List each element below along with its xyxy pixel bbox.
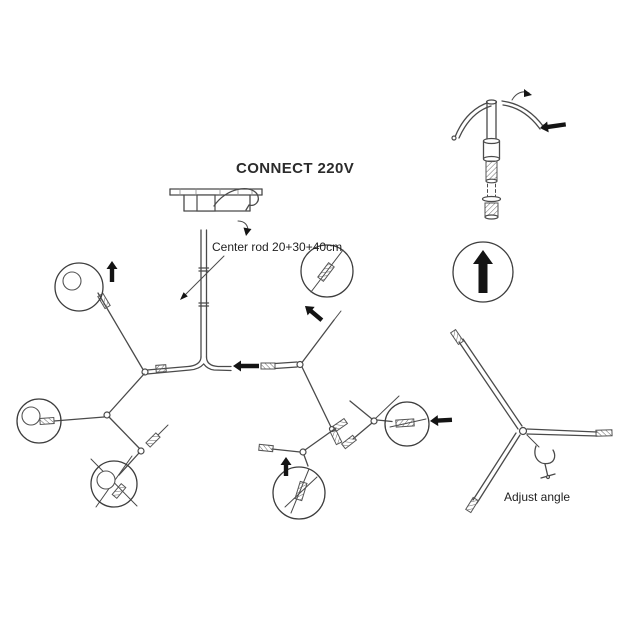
insert-left-arrow-icon [233,360,259,372]
center-rod [198,229,210,358]
branch-thread-end [258,443,274,453]
bulb-socket [39,416,55,426]
socket-cylinder [294,480,308,502]
bulb-socket [111,483,127,499]
socket-detail-circle-4 [300,244,354,298]
branch-thread-end [260,362,276,370]
branch-thread-end [340,434,358,450]
canopy-exploded-view [451,99,547,220]
bulb-detail-circle-1 [54,262,104,312]
threaded-stud [485,160,498,182]
socket-insert-left-arrow-icon [430,415,453,427]
branch-joint [370,417,378,425]
socket-detail-circle-5 [272,466,326,520]
adjust-angle-label: Adjust angle [504,490,570,504]
branch-joint [137,447,145,455]
power-wire [213,188,259,211]
bottom-branch-piece [258,417,349,520]
orientation-up-circle [452,241,514,303]
glass-bulb [21,406,41,426]
branch-joint [296,360,304,369]
angle-clamp-tool [526,434,556,480]
branch-thread-end [465,496,479,514]
bulb-detail-circle-2 [16,398,62,444]
socket-detail-circle-6 [384,401,430,447]
branch-thread-end [449,328,465,346]
center-rod-leader-line [180,255,225,300]
ceiling-canopy [169,188,263,212]
branch-thread-end [595,429,613,437]
glass-bulb [96,470,116,490]
center-junction [146,356,232,375]
assembly-arrows [106,121,567,476]
branch-joint [141,368,149,376]
adjust-angle-branch [449,328,613,514]
branch-joint [518,426,528,436]
branch-thread-end [331,417,349,433]
twist-arrow-icon [237,220,252,236]
insert-up-arrow-icon [106,261,118,282]
branch-joint [103,411,111,419]
bulb-detail-circle-3 [90,460,138,508]
arm-connector-sleeve [155,364,167,373]
socket-cylinder [395,418,415,428]
glass-bulb [62,271,82,291]
connect-voltage-label: CONNECT 220V [236,160,354,177]
left-branch-arms [16,262,169,508]
orientation-up-arrow-icon [473,250,493,293]
bulb-socket [97,292,111,310]
right-middle-branch-piece [340,395,430,450]
socket-cylinder [317,262,335,282]
right-branch-piece [260,244,354,446]
bulb-insert-up-arrow-icon [280,457,292,476]
center-rod-label: Center rod 20+30+40cm [212,240,342,254]
canopy-insert-left-arrow-icon [540,121,567,133]
rotate-arrow-icon [511,89,532,101]
insert-down-left-arrow-icon [305,306,324,322]
